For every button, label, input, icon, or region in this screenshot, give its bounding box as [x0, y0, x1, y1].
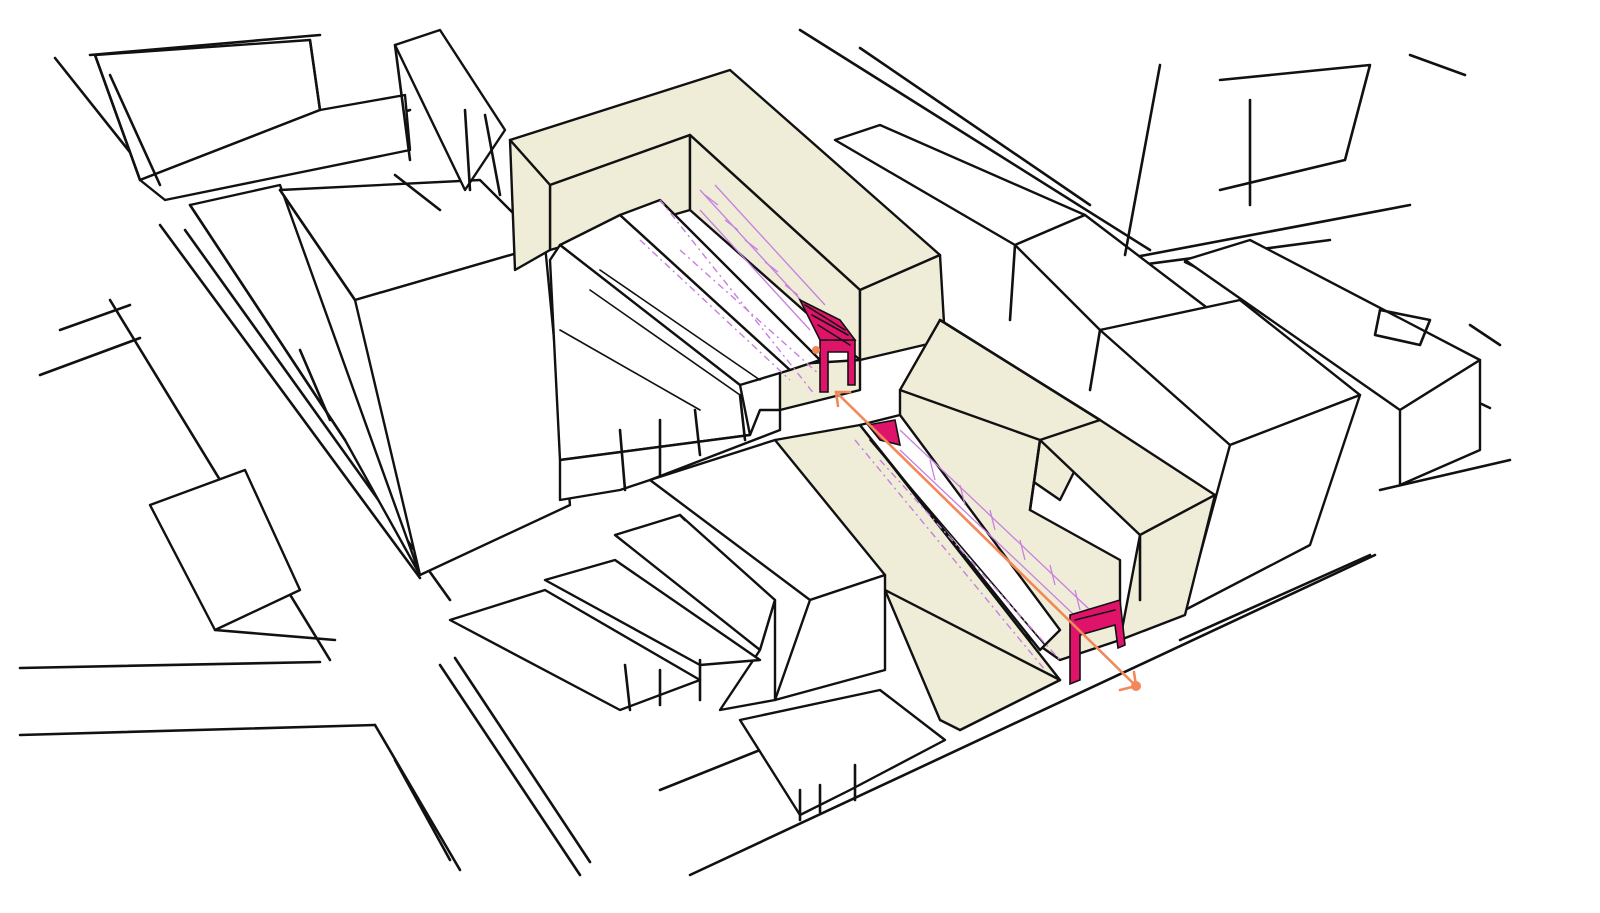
building-north-courtyard	[508, 68, 947, 412]
pedestrian-route	[834, 390, 1141, 692]
gate-south-inner	[866, 419, 902, 447]
building-top-centre	[393, 28, 507, 197]
building-right-back	[833, 123, 1362, 612]
gate-south	[1069, 598, 1126, 686]
gate-north-marker	[812, 346, 820, 354]
trellis-north	[639, 184, 826, 396]
courtyard-south-floor	[858, 413, 1062, 652]
building-top-left	[88, 33, 412, 202]
gate-north	[798, 298, 857, 393]
trellis-south	[854, 429, 1091, 671]
building-south-west	[448, 438, 947, 822]
building-south-courtyard	[773, 318, 1217, 732]
courtyard-north-roofs	[548, 198, 822, 502]
building-left-front	[148, 468, 337, 642]
building-far-right	[1123, 53, 1482, 487]
